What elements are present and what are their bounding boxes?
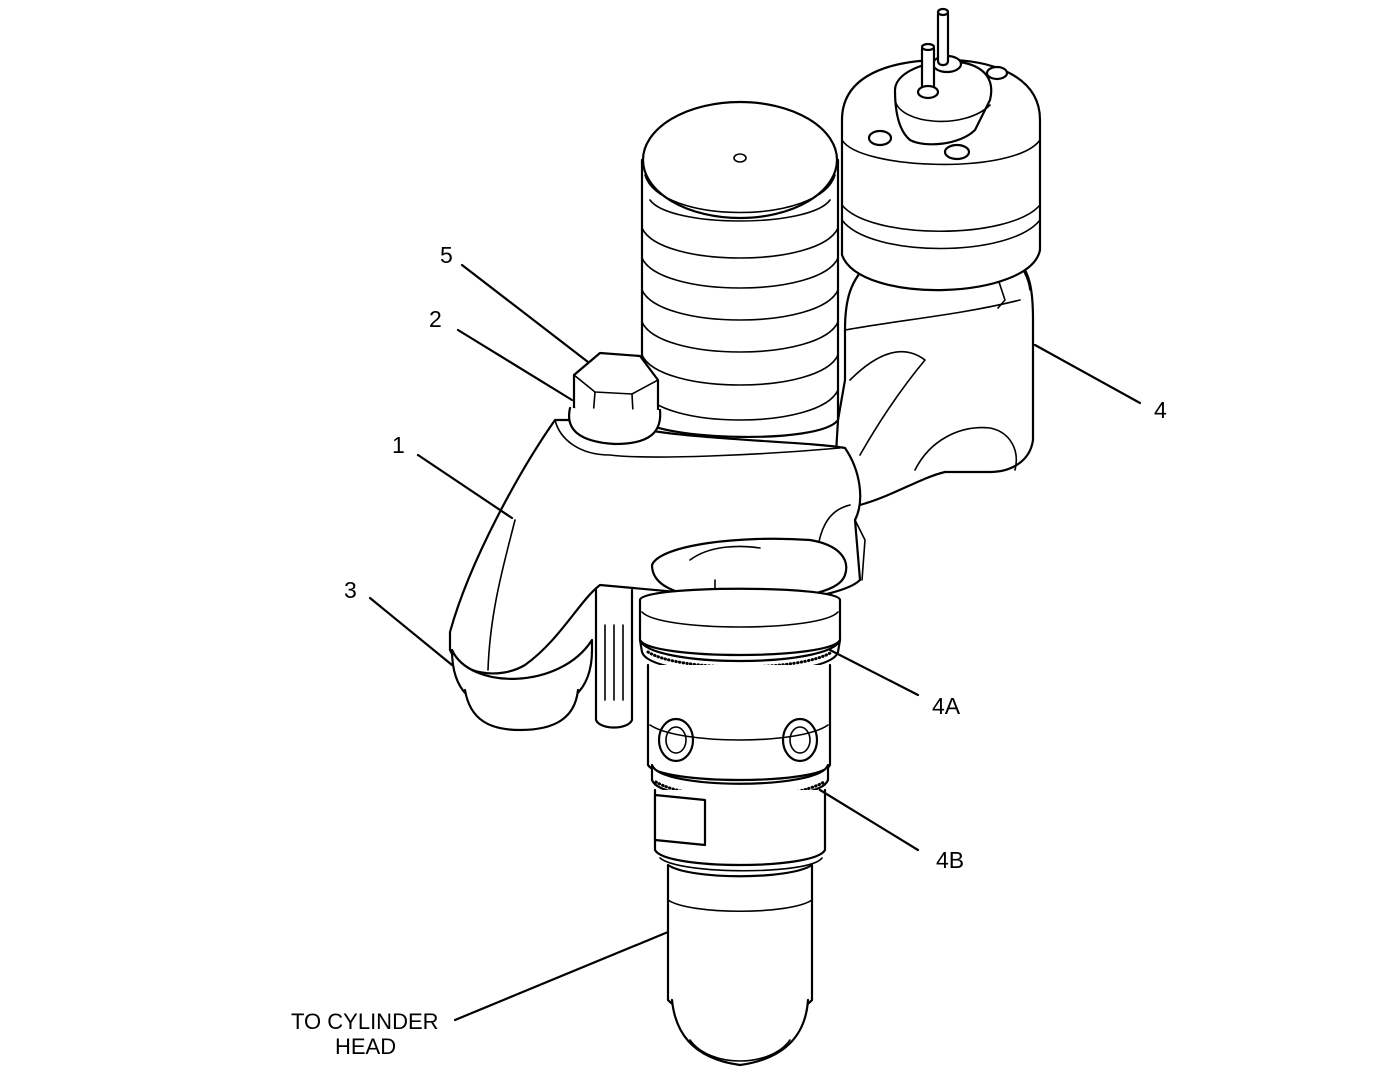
leader-4	[1033, 343, 1142, 405]
callout-3: 3	[344, 577, 357, 603]
leader-4b	[818, 788, 920, 852]
leader-4a	[828, 648, 920, 697]
leader-1	[416, 453, 514, 520]
leader-lines	[368, 263, 1142, 1022]
injector-body	[638, 537, 848, 1067]
solenoid-valve	[840, 7, 1042, 292]
spherical-washer	[450, 638, 594, 732]
leader-3	[368, 596, 454, 667]
callout-2: 2	[429, 306, 442, 332]
plunger-spring	[640, 100, 840, 439]
callout-4: 4	[1154, 397, 1167, 423]
callout-5: 5	[440, 242, 453, 268]
injector-clamp	[448, 418, 866, 675]
leader-to-cylinder-head	[453, 930, 670, 1022]
dowel-pin	[594, 588, 634, 729]
clamp-bolt	[567, 351, 662, 446]
to-cylinder-head-label-line2: HEAD	[335, 1034, 396, 1059]
leader-5	[460, 263, 590, 364]
callout-4a: 4A	[932, 693, 961, 719]
callout-4b: 4B	[936, 847, 964, 873]
callout-1: 1	[392, 432, 405, 458]
solenoid-bracket	[833, 256, 1035, 507]
leader-2	[456, 328, 574, 402]
to-cylinder-head-label-line1: TO CYLINDER	[291, 1009, 439, 1034]
